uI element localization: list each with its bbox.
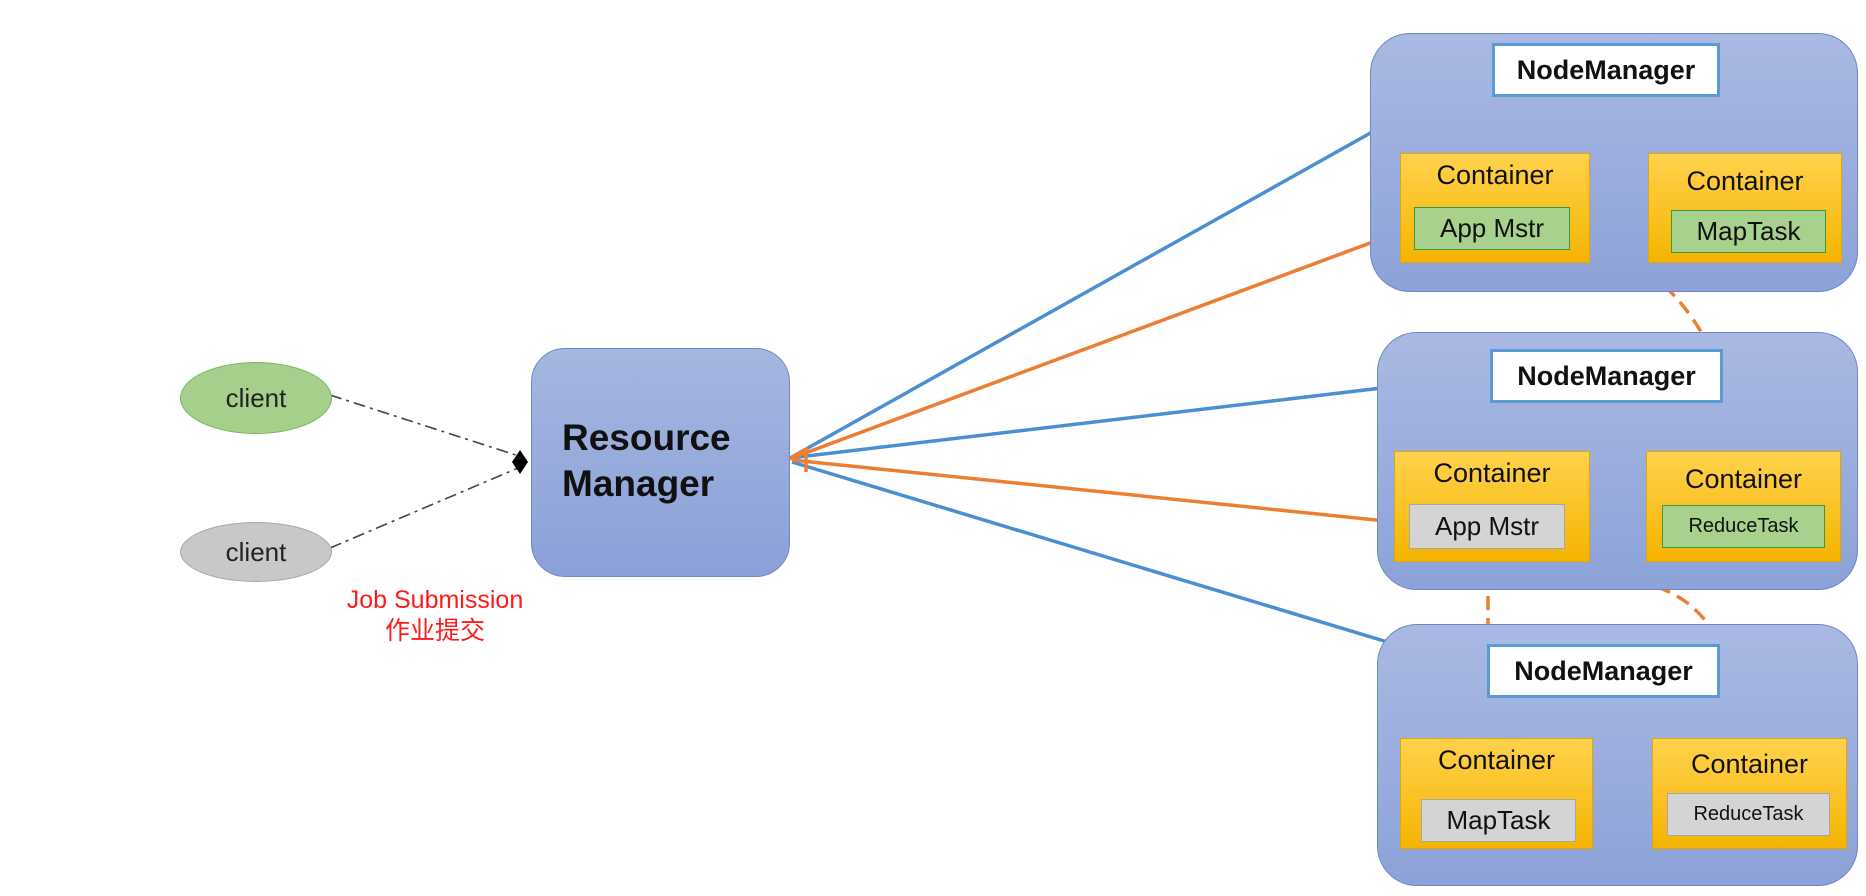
container-2-1: Container App Mstr [1394,451,1590,562]
job-submission-chinese-text: 作业提交 [384,617,485,645]
map-task: MapTask [1421,799,1576,842]
reduce-task: ReduceTask [1667,793,1830,836]
resource-manager-title-line2: Manager [562,463,715,504]
rm-to-nodemanager1-arrow [789,68,1484,460]
client2-to-rm-connector [329,467,519,549]
node-manager-1: NodeManager [1492,43,1720,97]
container-label: Container [1436,160,1554,190]
node-manager-label: NodeManager [1516,54,1696,85]
task-label: App Mstr [1439,213,1545,243]
node-manager-label: NodeManager [1514,655,1693,686]
client-label: client [225,382,287,413]
job-submission-text: Job Submission [346,586,524,614]
container-2-2: Container ReduceTask [1646,451,1841,562]
resource-manager: Resource Manager [531,348,790,577]
node-manager-2: NodeManager [1490,349,1723,403]
client1-to-rm-connector [329,394,526,459]
task-label: App Mstr [1434,511,1540,541]
task-label: ReduceTask [1688,515,1799,537]
rm-to-appmstr2-arrow [791,458,1407,529]
task-label: MapTask [1446,805,1551,835]
client-node-1: client [180,362,332,434]
rm-orange-arrowhead-icon [787,445,808,472]
task-label: ReduceTask [1693,803,1804,825]
container-label: Container [1684,464,1803,494]
node-manager-3: NodeManager [1487,644,1720,698]
task-label: MapTask [1696,216,1801,246]
nodemanager3-to-rm-arrow [791,460,1481,672]
resource-manager-title-line1: Resource [562,417,731,458]
rm-to-nodemanager2-arrow [789,372,1484,460]
job-submission-label: Job Submission 作业提交 [335,585,535,647]
app-mstr-task: App Mstr [1414,207,1570,250]
rm-to-appmstr1-arrow [791,227,1407,460]
container-3-2: Container ReduceTask [1652,738,1847,849]
client-node-2: client [180,522,332,582]
container-label: Container [1433,458,1551,488]
client-label: client [225,536,287,567]
container-label: Container [1437,745,1556,775]
map-task: MapTask [1671,210,1826,253]
reduce-task: ReduceTask [1662,505,1825,548]
container-1-2: Container MapTask [1648,153,1842,263]
container-label: Container [1690,749,1809,779]
node-manager-label: NodeManager [1517,360,1696,391]
app-mstr-task: App Mstr [1409,504,1565,549]
container-3-1: Container MapTask [1400,738,1593,849]
diamond-endpoint-icon [512,450,528,474]
container-label: Container [1686,166,1804,196]
container-1-1: Container App Mstr [1400,153,1590,263]
